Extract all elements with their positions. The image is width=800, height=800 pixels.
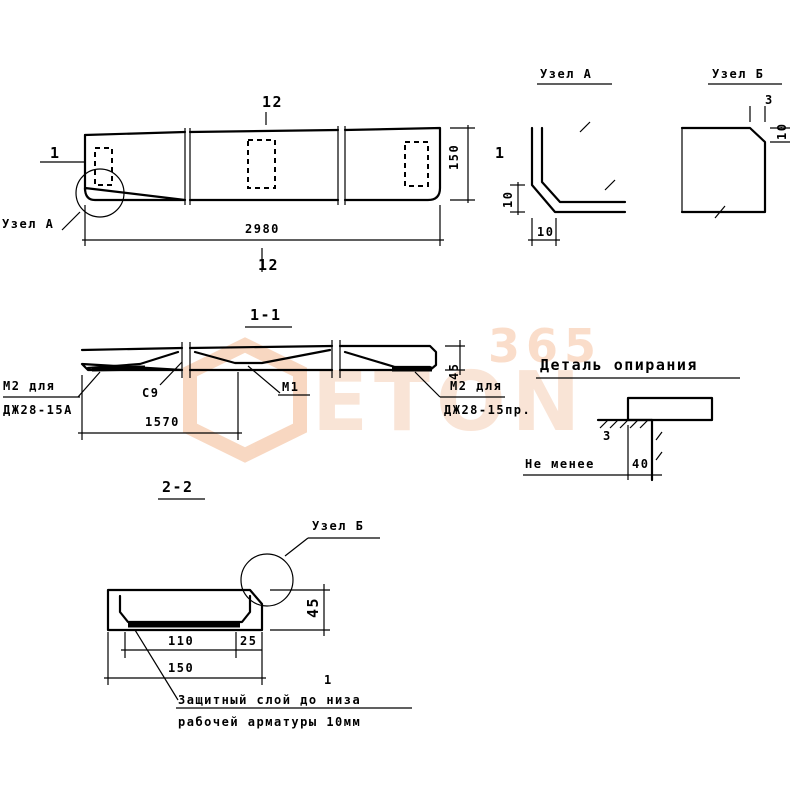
support-not-less: Не менее — [525, 457, 595, 471]
node-a-dim-vertical: 10 — [501, 191, 515, 208]
support-small-mark: 3 — [603, 429, 612, 443]
top-node-a-label: Узел А — [2, 217, 54, 231]
s22-dim-150: 150 — [168, 661, 194, 675]
top-length-label: 12 — [262, 93, 283, 111]
node-b-circle — [240, 553, 294, 607]
top-section-mark: 1 — [50, 144, 61, 162]
node-a-dim-horizontal: 10 — [537, 225, 554, 239]
node-b-dim-vertical: 10 — [775, 123, 789, 140]
s11-dim-1570: 1570 — [145, 415, 180, 429]
s11-right-label-1: М2 для — [450, 379, 502, 393]
s22-node-b-label: Узел Б — [312, 519, 364, 533]
node-b-dim-small: 3 — [765, 93, 774, 107]
section-2-2: 2-2 Узел Б 45 110 25 150 1 Защитный слой… — [104, 478, 412, 729]
node-b-title: Узел Б — [712, 67, 764, 81]
s22-note-2: рабочей арматуры 10мм — [178, 715, 361, 729]
watermark-number: 365 — [488, 319, 602, 373]
s22-note-1: Защитный слой до низа — [178, 693, 361, 707]
watermark: ETON 365 — [183, 319, 602, 463]
watermark-hexagon-icon — [183, 337, 307, 463]
top-lower-mark: 12 — [258, 256, 279, 274]
support-dim: 40 — [632, 457, 649, 471]
support-detail: Деталь опирания 3 Не менее 40 — [523, 356, 740, 482]
node-a-detail: Узел А 1 10 10 — [495, 67, 627, 246]
s22-height-dim: 45 — [304, 597, 322, 618]
section-1-1-title: 1-1 — [250, 306, 282, 324]
node-a-section-mark: 1 — [495, 144, 506, 162]
node-b-detail: Узел Б 3 10 — [680, 67, 790, 219]
s11-left-label-2: ДЖ28-15А — [3, 403, 73, 417]
top-overall-dim: 2980 — [245, 222, 280, 236]
top-width-dim: 150 — [447, 144, 461, 170]
section-1-1: 1-1 45 М2 для ДЖ28-15А С9 М1 М2 для ДЖ28… — [3, 306, 531, 440]
s22-dim-110: 110 — [168, 634, 194, 648]
top-view: 12 1 Узел А 150 2980 12 — [2, 93, 475, 274]
support-title: Деталь опирания — [540, 356, 698, 374]
node-a-circle — [75, 168, 125, 218]
s22-note-mark: 1 — [324, 673, 333, 687]
section-1-1-height-dim: 45 — [447, 363, 461, 380]
s11-right-label-2: ДЖ28-15пр. — [444, 403, 531, 417]
s22-dim-25: 25 — [240, 634, 257, 648]
s11-left-label-1: М2 для — [3, 379, 55, 393]
s11-c-label: С9 — [142, 386, 159, 400]
s11-m1-label: М1 — [282, 380, 299, 394]
section-2-2-title: 2-2 — [162, 478, 194, 496]
node-a-title: Узел А — [540, 67, 592, 81]
